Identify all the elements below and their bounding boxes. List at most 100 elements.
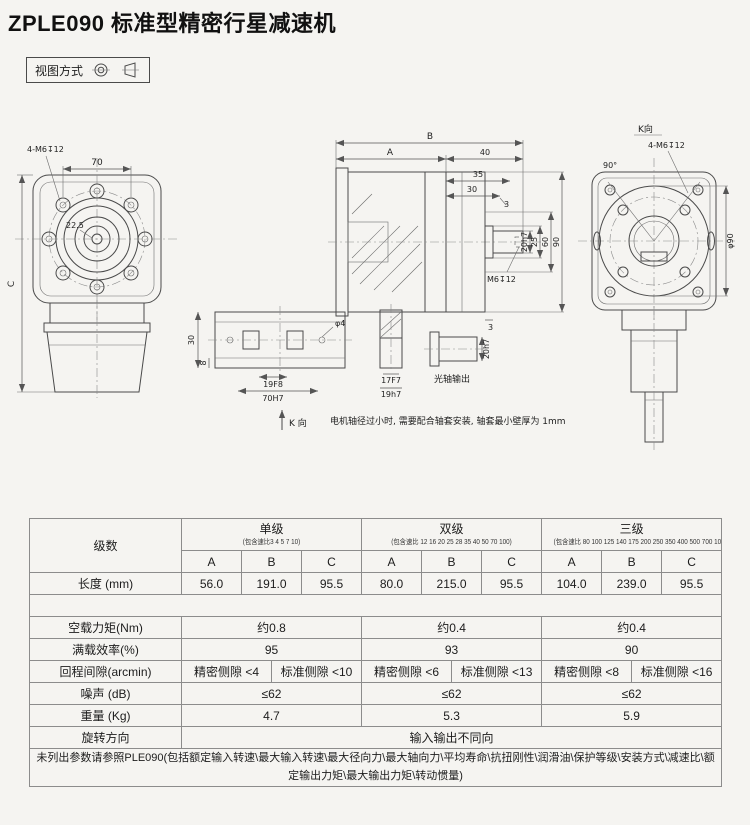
- abc-header: B: [421, 550, 483, 573]
- view-method-label: 视图方式: [35, 63, 84, 78]
- length-value: 191.0: [241, 572, 302, 595]
- backlash-value: 精密侧隙 <4: [181, 660, 272, 683]
- spacer-row: [28, 594, 723, 617]
- group-header-single: 单级 (包含速比3 4 5 7 10): [180, 518, 363, 551]
- rotation-value: 输入输出不同向: [180, 726, 723, 749]
- length-value: 80.0: [361, 572, 423, 595]
- abc-header: C: [481, 550, 543, 573]
- backlash-value: 标准侧隙 <16: [631, 660, 723, 683]
- efficiency-value: 93: [361, 638, 543, 661]
- sleeve-note: 电机轴径过小时, 需要配合轴套安装, 轴套最小壁厚为 1mm: [330, 415, 566, 427]
- dim-flange-30: 30: [187, 335, 196, 345]
- bolt-circle-holes: [617, 204, 691, 278]
- table-row: 回程间隙(arcmin) 精密侧隙 <4 标准侧隙 <10 精密侧隙 <6 标准…: [29, 660, 723, 683]
- dim-phi4: φ4: [335, 319, 345, 328]
- weight-value: 5.9: [541, 704, 723, 727]
- group-name: 双级: [439, 522, 464, 537]
- row-label-weight: 重量 (Kg): [29, 704, 182, 727]
- table-row: 满载效率(%) 95 93 90: [29, 638, 723, 661]
- group-ratios: (包含速比3 4 5 7 10): [242, 538, 301, 546]
- noise-value: ≤62: [361, 682, 543, 705]
- row-label-efficiency: 满载效率(%): [29, 638, 182, 661]
- length-value: 56.0: [181, 572, 242, 595]
- group-name: 单级: [259, 522, 284, 537]
- table-row: 旋转方向 输入输出不同向: [29, 726, 723, 749]
- torque-value: 约0.4: [361, 616, 543, 639]
- noise-value: ≤62: [180, 682, 363, 705]
- length-value: 95.5: [300, 572, 363, 595]
- length-value: 239.0: [601, 572, 663, 595]
- dim-3-top: 3: [504, 200, 509, 209]
- bolt-spec-left: 4-M6↧12: [27, 145, 64, 154]
- projection-cone-icon: [122, 62, 140, 78]
- table-row: 空载力矩(Nm) 约0.8 约0.4 约0.4: [29, 616, 723, 639]
- efficiency-value: 90: [541, 638, 723, 661]
- dim-flange-8: 8: [199, 360, 208, 365]
- dim-c: C: [7, 281, 17, 287]
- side-section-view: M6↧12 B A 40 35 30 3 20h7: [187, 132, 566, 430]
- group-ratios: (包含速比 80 100 125 140 175 200 250 350 400…: [553, 538, 722, 546]
- efficiency-value: 95: [180, 638, 363, 661]
- abc-header: B: [241, 550, 302, 573]
- dim-phi90: φ90: [726, 233, 735, 248]
- section-hatching: [351, 193, 423, 293]
- row-label-backlash: 回程间隙(arcmin): [29, 660, 182, 683]
- dim-70: 70: [91, 158, 103, 168]
- backlash-value: 标准侧隙 <10: [270, 660, 363, 683]
- page-title: ZPLE090 标准型精密行星减速机: [8, 11, 337, 36]
- length-value: 95.5: [661, 572, 723, 595]
- group-ratios: (包含速比 12 16 20 25 28 35 40 50 70 100): [391, 538, 512, 546]
- row-label-length: 长度 (mm): [29, 572, 182, 595]
- group-header-double: 双级 (包含速比 12 16 20 25 28 35 40 50 70 100): [361, 518, 543, 551]
- dim-22-5: 22.5: [66, 221, 84, 230]
- dim-90: 90: [552, 237, 561, 247]
- table-row: A B C A B C A B C: [30, 550, 723, 573]
- tap-spec: M6↧12: [487, 275, 516, 284]
- plain-shaft-label: 光轴输出: [434, 373, 470, 385]
- dim-a: A: [387, 148, 394, 158]
- dim-90deg: 90°: [603, 161, 617, 170]
- row-label-no-load-torque: 空载力矩(Nm): [29, 616, 182, 639]
- length-value: 95.5: [481, 572, 543, 595]
- group-header-triple: 三级 (包含速比 80 100 125 140 175 200 250 350 …: [541, 518, 723, 551]
- dim-19f8: 19F8: [263, 380, 283, 389]
- row-label-rotation: 旋转方向: [29, 726, 182, 749]
- abc-header: A: [181, 550, 242, 573]
- dim-19h7: 19h7: [381, 390, 401, 399]
- dim-40: 40: [480, 148, 490, 157]
- dim-25: 25: [530, 237, 539, 247]
- spec-table: 级数 单级 (包含速比3 4 5 7 10) 双级 (包含速比 12 16 20…: [28, 518, 723, 788]
- length-value: 215.0: [421, 572, 483, 595]
- table-footnote: 未列出参数请参照PLE090(包括额定输入转速\最大输入转速\最大径向力\最大轴…: [28, 747, 723, 788]
- dim-out-20h7: 20h7: [482, 339, 491, 359]
- torque-value: 约0.4: [541, 616, 723, 639]
- row-label-noise: 噪声 (dB): [29, 682, 182, 705]
- dim-3-bottom: 3: [488, 323, 493, 332]
- dim-17f7: 17F7: [381, 376, 401, 385]
- abc-header: C: [300, 550, 363, 573]
- k-view-title: K向: [638, 123, 653, 135]
- backlash-value: 精密侧隙 <6: [361, 660, 453, 683]
- torque-value: 约0.8: [180, 616, 363, 639]
- table-row: 长度 (mm) 56.0 191.0 95.5 80.0 215.0 95.5 …: [29, 572, 723, 595]
- group-name: 三级: [619, 522, 644, 537]
- table-row: 重量 (Kg) 4.7 5.3 5.9: [29, 704, 723, 727]
- table-row: 噪声 (dB) ≤62 ≤62 ≤62: [29, 682, 723, 705]
- front-view: 70 4-M6↧12 22.5 C: [7, 145, 178, 398]
- table-row: 级数 单级 (包含速比3 4 5 7 10) 双级 (包含速比 12 16 20…: [29, 518, 723, 573]
- table-row: [28, 594, 723, 617]
- technical-drawing: 70 4-M6↧12 22.5 C: [7, 123, 735, 450]
- bolt-holes: [41, 183, 153, 295]
- k-direction-label: K 向: [289, 417, 307, 429]
- abc-header: C: [661, 550, 723, 573]
- abc-header: A: [541, 550, 603, 573]
- table-row: 未列出参数请参照PLE090(包括额定输入转速\最大输入转速\最大径向力\最大轴…: [28, 747, 723, 788]
- dim-shaft-20h7: 20h7: [520, 232, 529, 252]
- weight-value: 5.3: [361, 704, 543, 727]
- dim-35: 35: [473, 170, 483, 179]
- noise-value: ≤62: [541, 682, 723, 705]
- col-header-stages: 级数: [29, 518, 182, 573]
- bolt-spec-right: 4-M6↧12: [648, 141, 685, 150]
- weight-value: 4.7: [180, 704, 363, 727]
